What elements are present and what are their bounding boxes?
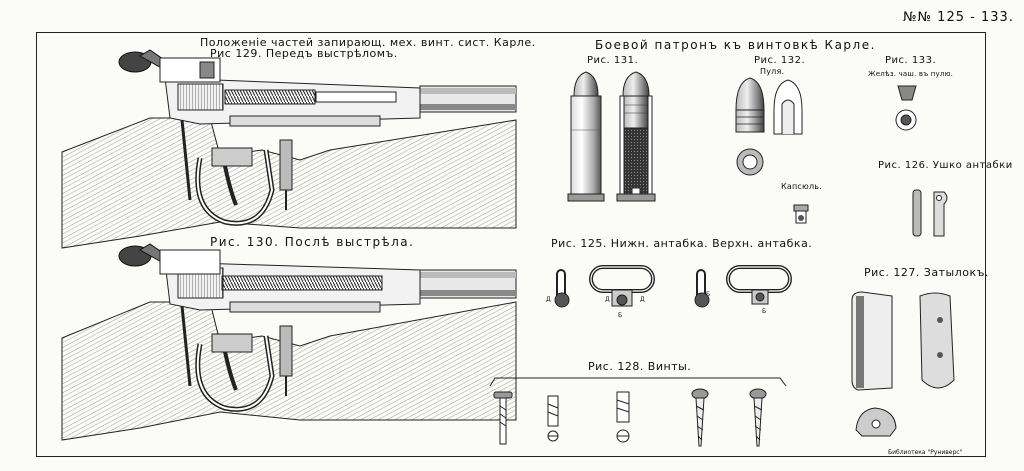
fig128-caption: Рис. 128. Винты. <box>588 360 692 373</box>
fig127-buttplate <box>851 291 955 437</box>
fig130-caption: Рис. 130. Послѣ выстрѣла. <box>210 235 415 249</box>
fig131-caption: Рис. 131. <box>587 55 639 66</box>
fig133-caption: Рис. 133. <box>885 55 937 66</box>
fig133-subcaption: Желѣз. чаш. въ пулю. <box>868 70 954 78</box>
fig132-caption: Рис. 132. <box>754 55 806 66</box>
fig125-caption: Рис. 125. Нижн. антабка. Верхн. антабка. <box>551 237 813 250</box>
plate-number: №№ 125 - 133. <box>903 10 1014 25</box>
fig125-upper-swivel <box>694 265 792 308</box>
fig133-iron-cup <box>895 85 917 131</box>
fig129-caption: Рис 129. Передъ выстрѣломъ. <box>210 47 398 60</box>
fig128-screws <box>489 377 787 447</box>
fig127-caption: Рис. 127. Затылокъ. <box>864 266 989 279</box>
library-credit: Библиотека "Руниверс" <box>888 449 963 456</box>
swivel-letter-d-3: Д <box>640 296 645 303</box>
fig131-cartridge <box>567 71 656 202</box>
fig132-bullet <box>735 77 803 176</box>
fig126-swivel-loop <box>912 189 948 237</box>
swivel-letter-b-3: Б <box>762 308 767 315</box>
swivel-letter-d-1: Д <box>546 296 551 303</box>
cartridge-heading: Боевой патронъ къ винтовкѣ Карле. <box>595 38 876 52</box>
primer-part <box>793 204 809 224</box>
mechanism-heading: Положеніе частей запирающ. мех. винт. си… <box>200 36 536 49</box>
fig129-rifle-action <box>61 49 517 249</box>
fig125-lower-swivel <box>554 265 655 308</box>
swivel-letter-b-1: Б <box>618 312 623 319</box>
drawing-frame <box>36 32 986 457</box>
primer-caption: Капсюль. <box>781 182 822 191</box>
fig130-rifle-action <box>61 243 517 441</box>
swivel-letter-b-2: Б <box>706 291 711 298</box>
swivel-letter-d-2: Д <box>605 296 610 303</box>
fig126-caption: Рис. 126. Ушко антабки <box>878 160 1013 171</box>
fig132-subcaption: Пуля. <box>760 67 785 76</box>
